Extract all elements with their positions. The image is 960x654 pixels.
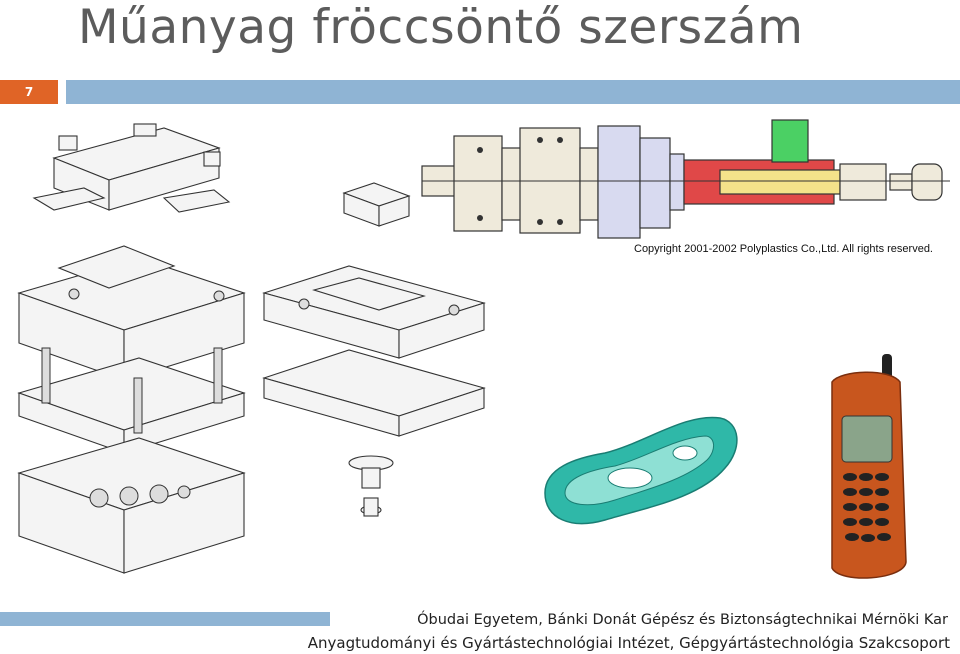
injection-machine-schematic — [421, 119, 950, 239]
slide-number: 7 — [0, 80, 58, 104]
footer-institution: Óbudai Egyetem, Bánki Donát Gépész és Bi… — [417, 612, 948, 628]
exploded-mold-drawing — [17, 123, 486, 574]
mobile-phone-photo — [831, 354, 907, 579]
machine-copyright: Copyright 2001-2002 Polyplastics Co.,Ltd… — [634, 243, 933, 255]
footer-bar — [0, 612, 330, 626]
header-bar — [66, 80, 960, 104]
footer-department: Anyagtudományi és Gyártástechnológiai In… — [307, 634, 950, 652]
slide-title: Műanyag fröccsöntő szerszám — [78, 0, 804, 55]
molded-part-3d — [544, 416, 738, 525]
